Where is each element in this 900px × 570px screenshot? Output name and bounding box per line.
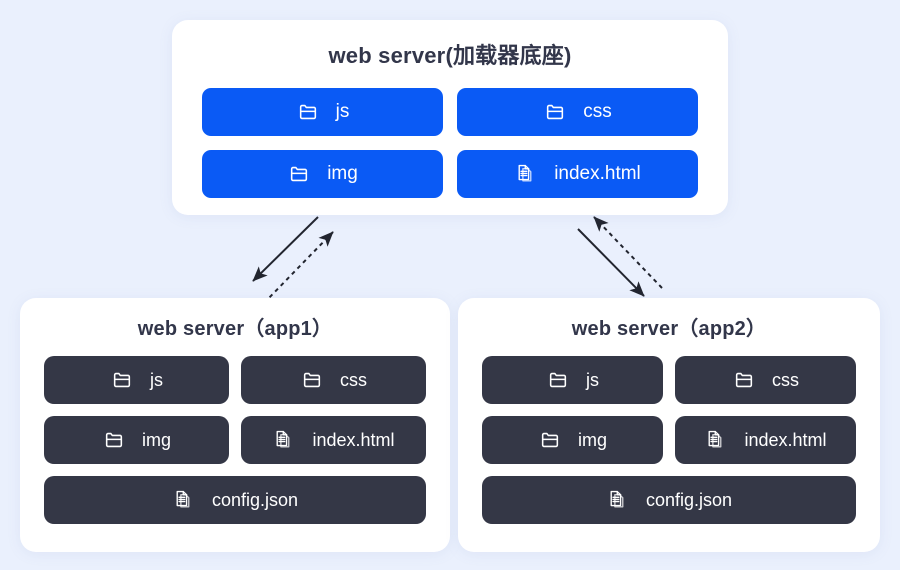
file-button-label: js [150, 369, 163, 390]
file-button-index-html[interactable]: index.html [241, 416, 426, 464]
folder-icon [300, 368, 324, 392]
folder-icon [732, 368, 756, 392]
document-icon [514, 162, 538, 186]
folder-icon [102, 428, 126, 452]
file-button-js[interactable]: js [202, 88, 443, 136]
file-button-label: img [327, 163, 358, 184]
document-icon [606, 488, 630, 512]
file-button-label: js [335, 101, 350, 122]
file-button-label: index.html [554, 163, 641, 184]
file-button-js[interactable]: js [44, 356, 229, 404]
card-title-top: web server(加载器底座) [328, 43, 572, 68]
file-button-grid-app1: js css img [20, 342, 450, 524]
card-web-server-app1: web server（app1） js css [20, 298, 450, 552]
folder-icon [546, 368, 570, 392]
file-button-label: img [577, 429, 607, 450]
file-button-index-html[interactable]: index.html [457, 150, 698, 198]
folder-icon [287, 162, 311, 186]
connector-app2-to-top-dashed [593, 216, 663, 289]
file-button-label: css [340, 369, 367, 390]
file-button-grid-app2: js css img [458, 342, 880, 524]
file-button-css[interactable]: css [675, 356, 856, 404]
file-button-index-html[interactable]: index.html [675, 416, 856, 464]
file-button-config-json[interactable]: config.json [44, 476, 426, 524]
document-icon [704, 428, 728, 452]
file-button-js[interactable]: js [482, 356, 663, 404]
file-button-css[interactable]: css [241, 356, 426, 404]
file-button-label: img [141, 429, 171, 450]
file-button-img[interactable]: img [202, 150, 443, 198]
card-web-server-base: web server(加载器底座) js css [172, 20, 728, 215]
file-button-img[interactable]: img [482, 416, 663, 464]
folder-icon [296, 100, 320, 124]
card-title-app2: web server（app2） [571, 318, 767, 340]
card-title-app1: web server（app1） [137, 318, 333, 340]
file-button-img[interactable]: img [44, 416, 229, 464]
document-icon [172, 488, 196, 512]
file-button-label: css [583, 101, 612, 122]
connector-top-to-app2-solid [577, 228, 645, 297]
file-button-label: js [586, 369, 599, 390]
file-button-label: css [772, 369, 799, 390]
folder-icon [543, 100, 567, 124]
connector-top-to-app1-solid [252, 216, 319, 282]
file-button-config-json[interactable]: config.json [482, 476, 856, 524]
file-button-css[interactable]: css [457, 88, 698, 136]
file-button-label: index.html [744, 429, 827, 450]
file-button-label: index.html [312, 429, 395, 450]
folder-icon [110, 368, 134, 392]
file-button-label: config.json [645, 489, 733, 510]
connector-app1-to-top-dashed [263, 231, 334, 304]
document-icon [272, 428, 296, 452]
folder-icon [538, 428, 562, 452]
file-button-grid-top: js css img [172, 70, 728, 198]
file-button-label: config.json [211, 489, 299, 510]
card-web-server-app2: web server（app2） js css [458, 298, 880, 552]
